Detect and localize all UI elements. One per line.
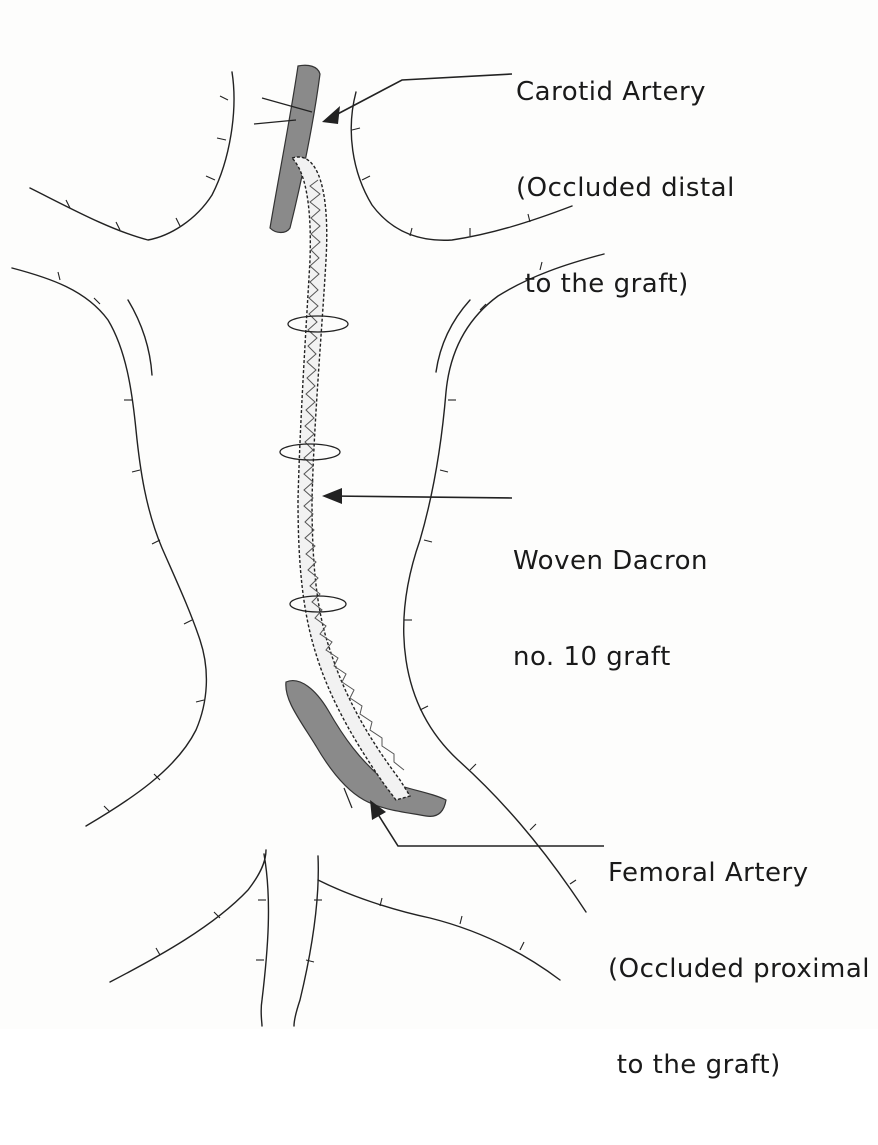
femoral-leader [374,808,604,846]
carotid-label-line2: (Occluded distal [516,172,735,204]
femoral-label-line1: Femoral Artery [608,857,870,889]
diagram-canvas: Carotid Artery (Occluded distal to the g… [0,0,878,1029]
femoral-label-line2: (Occluded proximal [608,953,870,985]
carotid-leader [330,74,512,118]
left-inner-leg-outline [261,854,268,1026]
dacron-leader [330,496,512,498]
femoral-artery-label: Femoral Artery (Occluded proximal to the… [608,793,870,1145]
dacron-label-line1: Woven Dacron [513,545,708,577]
femoral-label-line3: to the graft) [608,1049,870,1081]
left-ear-outline [30,72,234,240]
dacron-graft-label: Woven Dacron no. 10 graft [513,481,708,737]
carotid-label-line3: to the graft) [516,268,735,300]
carotid-label-line1: Carotid Artery [516,76,735,108]
dacron-label-line2: no. 10 graft [513,641,708,673]
right-arm-mark [436,300,470,372]
right-inner-leg-outline [294,856,318,1026]
left-arm-mark [128,300,152,375]
left-shoulder-outline [12,268,206,826]
right-hind-leg-outline [318,880,560,980]
left-hind-leg-outline [110,850,266,982]
carotid-artery-label: Carotid Artery (Occluded distal to the g… [516,12,735,364]
